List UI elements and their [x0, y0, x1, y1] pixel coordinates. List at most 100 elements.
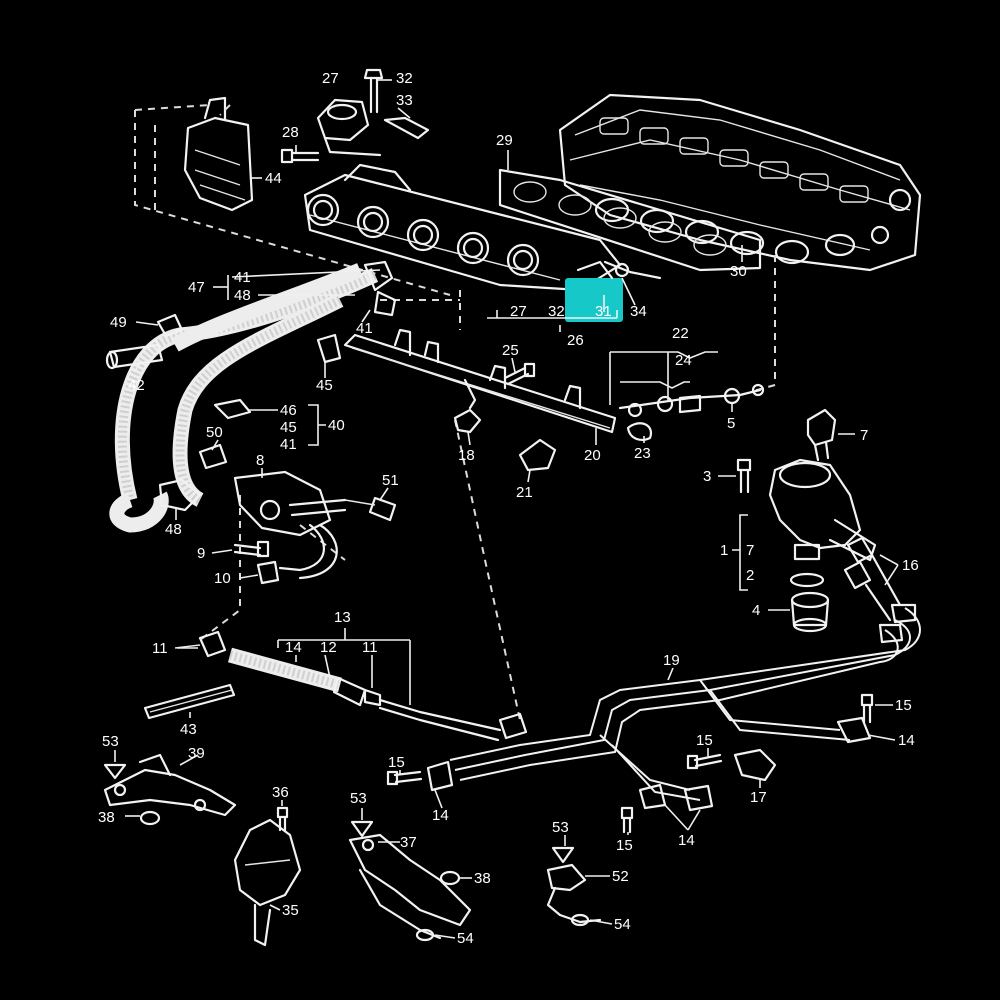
callout-31: 31: [595, 303, 612, 320]
callout-15: 15: [388, 754, 405, 771]
o-ring-2: [789, 572, 825, 588]
tube-43: [143, 683, 236, 720]
callout-14: 14: [432, 807, 449, 824]
callout-27: 27: [322, 70, 339, 87]
callout-24: 24: [675, 352, 692, 369]
grommet-53-left: [103, 763, 127, 780]
callout-49: 49: [110, 314, 127, 331]
callout-37: 37: [400, 834, 417, 851]
pipe-42: [105, 343, 164, 370]
callout-52: 52: [612, 868, 629, 885]
bracket-35: [233, 818, 302, 947]
callout-39: 39: [188, 745, 205, 762]
nut-54-mid: [415, 928, 435, 942]
callout-9: 9: [197, 545, 205, 562]
nut-38-left: [139, 810, 161, 826]
callout-15: 15: [616, 837, 633, 854]
callout-54: 54: [457, 930, 474, 947]
callout-15: 15: [895, 697, 912, 714]
bolt-15-mid: [686, 753, 723, 770]
callout-7: 7: [746, 542, 754, 559]
callout-16: 16: [902, 557, 919, 574]
callout-50: 50: [206, 424, 223, 441]
callout-44: 44: [265, 170, 282, 187]
callout-32: 32: [548, 303, 565, 320]
clamp-23: [626, 422, 653, 441]
bolt-15-left: [386, 770, 423, 786]
callout-38: 38: [474, 870, 491, 887]
connector-11-left: [198, 630, 227, 658]
callout-48: 48: [234, 287, 251, 304]
callout-5: 5: [727, 415, 735, 432]
callout-13: 13: [334, 609, 351, 626]
callout-14: 14: [285, 639, 302, 656]
clip-17: [733, 748, 777, 782]
callout-51: 51: [382, 472, 399, 489]
grommet-53-mid: [350, 820, 374, 838]
clip-14-right: [836, 716, 872, 744]
callout-15: 15: [696, 732, 713, 749]
bolt-15-right: [860, 693, 874, 724]
callout-53: 53: [102, 733, 119, 750]
callout-14: 14: [678, 832, 695, 849]
bolt-36: [276, 806, 289, 832]
nut-10: [256, 560, 280, 585]
thermostat-housing: [768, 458, 877, 562]
thermostat-4: [790, 591, 830, 633]
sensor-18: [453, 408, 482, 434]
callout-33: 33: [396, 92, 413, 109]
bolt-9: [233, 540, 270, 558]
callout-36: 36: [272, 784, 289, 801]
fuel-rail: [343, 328, 617, 434]
connector-45: [316, 333, 342, 364]
callout-45: 45: [316, 377, 333, 394]
callout-27: 27: [510, 303, 527, 320]
bolt-51: [344, 496, 397, 522]
fuel-lines-19: [449, 603, 921, 801]
callout-41: 41: [356, 320, 373, 337]
callout-45: 45: [280, 419, 297, 436]
callout-22: 22: [672, 325, 689, 342]
callout-43: 43: [180, 721, 197, 738]
callout-53: 53: [552, 819, 569, 836]
bracket-39: [103, 753, 237, 817]
callout-42: 42: [128, 377, 145, 394]
leader-lines: [114, 79, 899, 939]
bracket-52: [546, 863, 602, 924]
callout-41: 41: [280, 436, 297, 453]
callout-14: 14: [898, 732, 915, 749]
clip-33: [383, 116, 430, 140]
callout-7: 7: [860, 427, 868, 444]
callout-11: 11: [152, 640, 168, 657]
callout-12: 12: [320, 639, 337, 656]
callout-25: 25: [502, 342, 519, 359]
callout-53: 53: [350, 790, 367, 807]
intake-gasket: [498, 168, 762, 272]
regulator-8: [233, 470, 347, 580]
callout-3: 3: [703, 468, 711, 485]
sensor-21: [518, 438, 557, 472]
bolt-28: [280, 148, 320, 164]
cylinder-head: [558, 93, 922, 272]
sensor-7: [806, 408, 837, 462]
callout-29: 29: [496, 132, 513, 149]
callout-30: 30: [730, 263, 747, 280]
callout-19: 19: [663, 652, 680, 669]
callout-46: 46: [280, 402, 297, 419]
callout-23: 23: [634, 445, 651, 462]
clip-49: [156, 313, 184, 338]
callout-11: 11: [362, 639, 378, 656]
callout-2: 2: [746, 567, 754, 584]
bracket-44: [183, 96, 254, 212]
hose-12: [228, 647, 502, 742]
nut-38-mid: [439, 870, 461, 886]
callout-10: 10: [214, 570, 231, 587]
clip-14-mid2: [683, 784, 714, 812]
bolt-25: [503, 362, 536, 386]
highlighted-part-31: [565, 260, 662, 322]
callout-32: 32: [396, 70, 413, 87]
fuel-connector-22: [618, 383, 765, 418]
hose-48: [109, 478, 202, 533]
